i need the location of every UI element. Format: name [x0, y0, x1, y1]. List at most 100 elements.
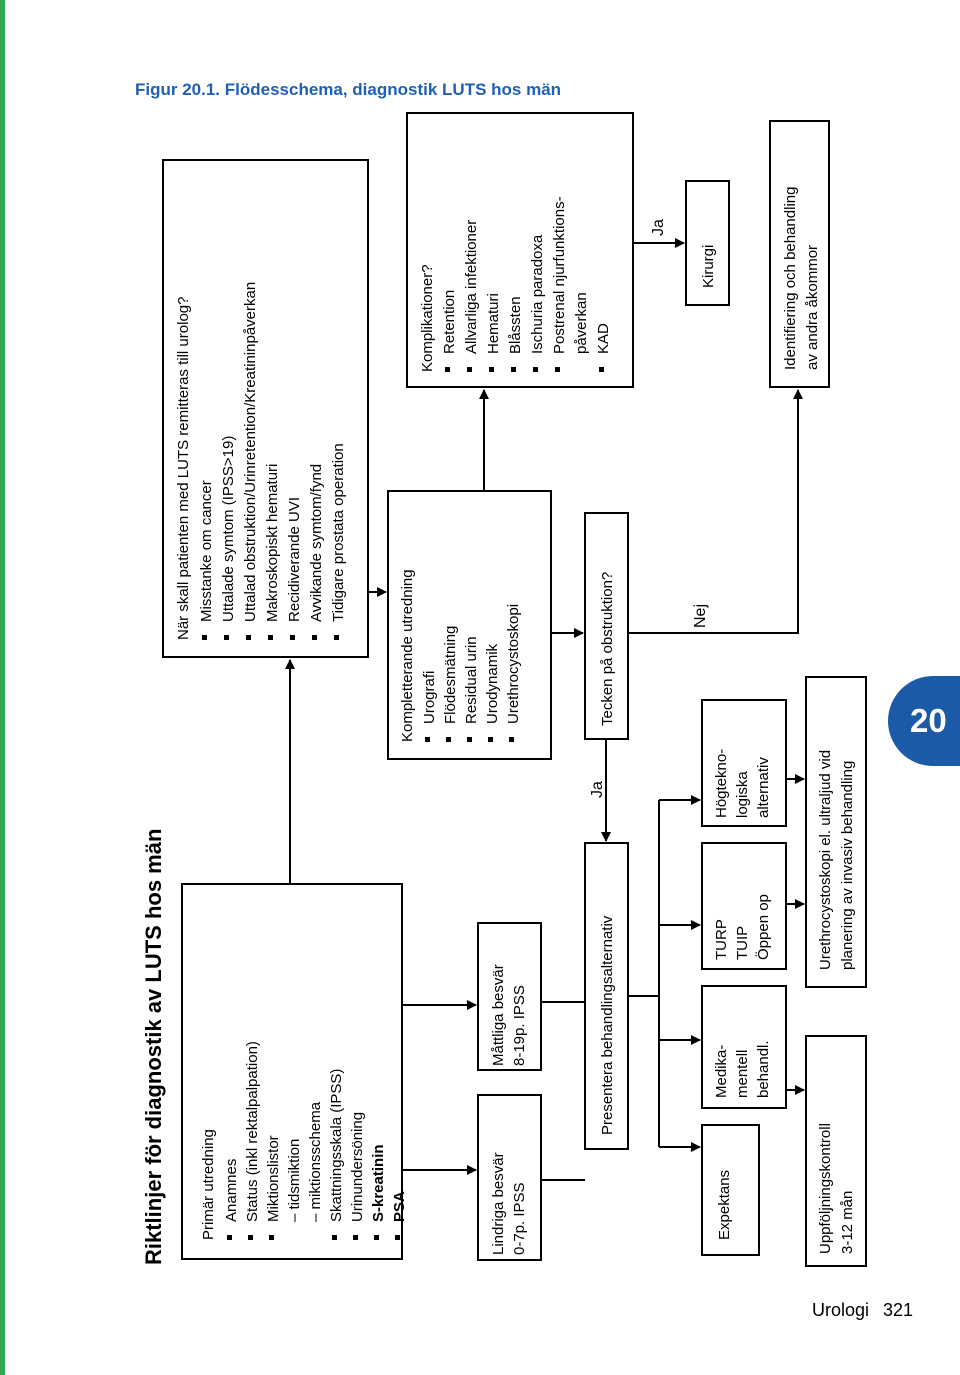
bullet-marker [353, 1235, 358, 1240]
complement-box-item: Flödesmätning [442, 626, 459, 724]
bullet-marker [489, 367, 494, 372]
cysto-box-line: Urethrocystoskopi el. ultraljud vid [817, 750, 834, 970]
surgery-box-line: Kirurgi [700, 245, 717, 288]
identify-box-line: Identifiering och behandling [782, 187, 799, 370]
mild-box [477, 1094, 542, 1261]
cysto-box [805, 676, 867, 988]
complications-box-item: Ischuria paradoxa [529, 234, 546, 354]
medical-box [701, 985, 787, 1109]
medical-box-line: Medika- [713, 1045, 730, 1098]
bullet-marker [599, 367, 604, 372]
label-nej: Nej [692, 604, 709, 628]
bullet-marker [467, 367, 472, 372]
complications-box-item: Hematuri [485, 293, 502, 354]
turp-box-line: TUIP [734, 926, 751, 960]
present-box-text: Presentera behandlingsalternativ [599, 915, 616, 1135]
expectans-box-text: Expektans [716, 1170, 733, 1240]
footer-section: Urologi [812, 1300, 870, 1320]
complications-box-item: Blåssten [507, 296, 524, 354]
primary-box [181, 883, 403, 1260]
referral-box-item: Uttalade symtom (IPSS>19) [220, 436, 237, 622]
followup-box-line: Uppföljningskontroll [817, 1123, 834, 1254]
referral-box-item: Uttalad obstruktion/Urinretention/Kreati… [242, 282, 259, 622]
bullet-marker [533, 367, 538, 372]
complement-box-title: Kompletterande utredning [399, 569, 416, 742]
medical-box-line: mentell [734, 1050, 751, 1098]
mild-box-line: 0-7p. IPSS [511, 1182, 528, 1255]
primary-box-item: S-kreatinin [370, 1144, 387, 1222]
diagram-heading: Riktlinjer för diagnostik av LUTS hos mä… [141, 829, 166, 1265]
bullet-marker [248, 1235, 253, 1240]
label-ja-complications: Ja [650, 219, 667, 236]
complications-box-item: Postrenal njurfunktions- [551, 196, 568, 354]
bullet-marker [269, 1235, 274, 1240]
referral-box-item: Misstanke om cancer [198, 480, 215, 622]
bullet-marker [224, 635, 229, 640]
referral-box-item: Avvikande symtom/fynd [308, 464, 325, 622]
primary-box-item: – tidsmiktion [286, 1139, 303, 1222]
bullet-marker [445, 367, 450, 372]
complement-box-item: Urodynamik [484, 643, 501, 724]
referral-box-title: När skall patienten med LUTS remitteras … [175, 297, 192, 640]
label-ja-yes-obstruction: Ja [589, 781, 606, 798]
present-box-line: Presentera behandlingsalternativ [599, 915, 616, 1135]
referral-box-item: Recidiverande UVI [286, 497, 303, 622]
bullet-marker [202, 635, 207, 640]
complement-box-item: Urethrocystoskopi [505, 604, 522, 724]
referral-box [162, 159, 369, 658]
green-margin-rule [0, 0, 5, 1375]
primary-box-item: Skattningsskala (IPSS) [328, 1069, 345, 1222]
complications-box-item: Retention [441, 290, 458, 354]
surgery-box-text: Kirurgi [700, 245, 717, 288]
primary-box-item: Anamnes [223, 1159, 240, 1222]
moderate-box-line: Måttliga besvär [490, 964, 507, 1066]
identify-box [769, 120, 830, 388]
hightech-box-line: alternativ [755, 757, 772, 818]
primary-box-item: – miktionsschema [307, 1101, 324, 1222]
hightech-box-line: logiska [734, 771, 751, 818]
moderate-box-line: 8-19p. IPSS [511, 985, 528, 1066]
followup-box [805, 1035, 867, 1267]
complications-box-item: KAD [595, 323, 612, 354]
primary-box-item: Status (inkl rektalpalpation) [244, 1041, 261, 1222]
chapter-tab[interactable]: 20 [888, 676, 960, 766]
complications-box-text: Komplikationer? Retention Allvarliga infek… [419, 196, 612, 372]
complications-box-item: Allvarliga infektioner [463, 220, 480, 354]
bullet-marker [268, 635, 273, 640]
chapter-number: 20 [910, 702, 947, 739]
arrow-obstruction-no-to-identify [628, 389, 803, 634]
medical-box-line: behandl. [755, 1040, 772, 1098]
moderate-box [477, 922, 542, 1071]
obstruction-box-text: Tecken på obstruktion? [599, 572, 616, 726]
complications-box-item: påverkan [573, 292, 590, 354]
complications-box-title: Komplikationer? [419, 264, 436, 372]
bullet-marker [555, 367, 560, 372]
referral-box-item: Tidigare prostata operation [330, 443, 347, 622]
hightech-box-line: Högtekno- [713, 749, 730, 818]
turp-box-line: TURP [713, 919, 730, 960]
complement-box-item: Residual urin [463, 636, 480, 724]
bullet-marker [425, 737, 430, 742]
referral-box-item: Makroskopiskt hematuri [264, 464, 281, 622]
hightech-box [701, 699, 787, 827]
expectans-box-line: Expektans [716, 1170, 733, 1240]
identify-box-text: Identifiering och behandling av andra åko… [782, 187, 821, 370]
figure-title: Figur 20.1. Flödesschema, diagnostik LUT… [135, 80, 562, 99]
surgery-box [685, 180, 730, 306]
turp-box-line: Öppen op [754, 894, 772, 960]
identify-box-line: av andra åkommor [804, 245, 821, 370]
bullet-marker [395, 1235, 400, 1240]
primary-box-item: Urinundersöning [349, 1112, 366, 1222]
primary-box-item: PSA [391, 1191, 408, 1222]
bullet-marker [446, 737, 451, 742]
expectans-box [701, 1124, 760, 1256]
